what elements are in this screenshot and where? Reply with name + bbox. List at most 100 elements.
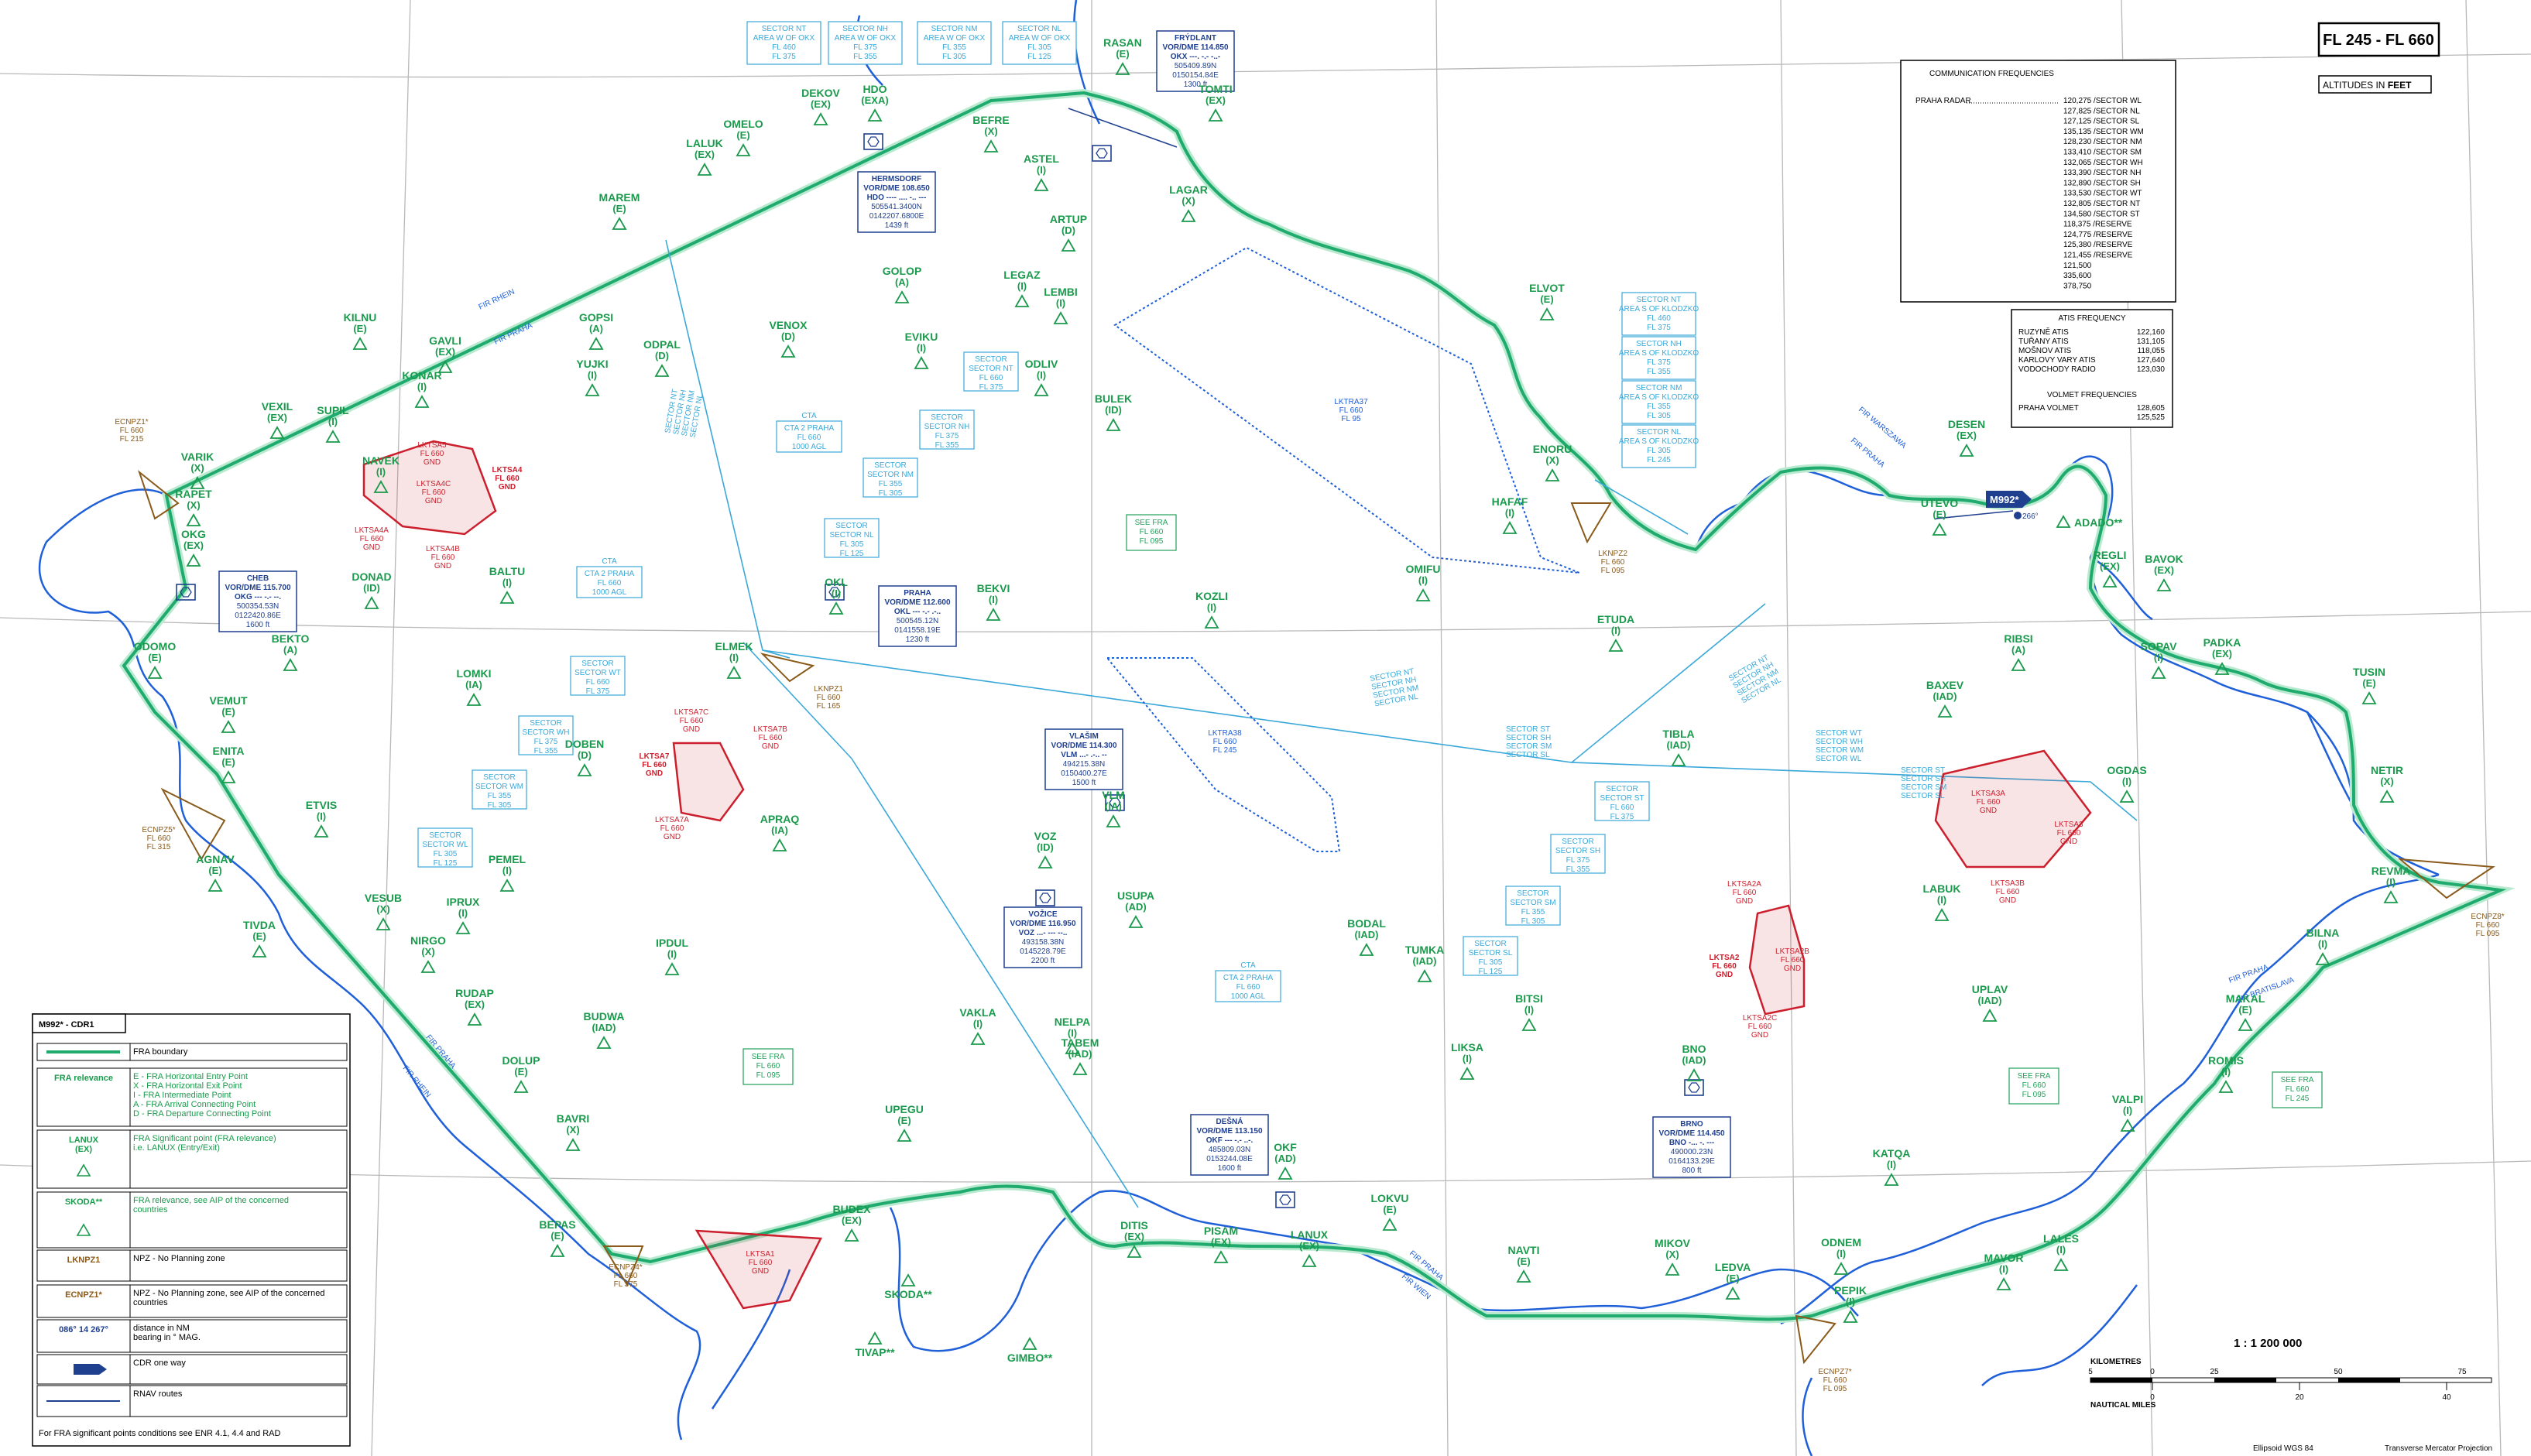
triangle-icon	[1725, 1286, 1740, 1300]
fir-label: FIR RHEIN	[478, 288, 516, 312]
triangle-icon	[867, 108, 883, 122]
sector-box-line: AREA W OF OKX	[1009, 34, 1071, 43]
legend-row: CDR one way	[36, 1354, 348, 1385]
point-relevance: (IAD)	[592, 1022, 616, 1033]
point-relevance: (E)	[1116, 48, 1129, 60]
triangle-icon	[252, 944, 267, 958]
point-relevance: (I)	[1037, 369, 1046, 381]
triangle-icon	[726, 666, 742, 679]
volmet-heading: VOLMET FREQUENCIES	[2047, 391, 2137, 399]
restricted-line: GND	[1736, 897, 1753, 906]
comm-frequencies-panel: COMMUNICATION FREQUENCIES PRAHA RADAR 12…	[1900, 60, 2176, 303]
fra-point: HAFAF(I)	[1492, 495, 1528, 534]
point-relevance: (E)	[148, 652, 161, 663]
fra-point: VLM(IA)	[1102, 789, 1125, 827]
sector-line-text: SECTOR SH	[1506, 734, 1551, 742]
navaid-line: OKL --- -.- .-..	[894, 608, 941, 616]
comm-row: 135,135 /SECTOR WM	[2063, 128, 2144, 136]
fra-point: DITIS(EX)	[1120, 1219, 1148, 1258]
point-name: OKL	[825, 576, 848, 588]
navaid-line: 800 ft	[1682, 1167, 1701, 1175]
comm-row: 121,500	[2063, 262, 2092, 270]
navaid-line: 0122420.86E	[235, 612, 281, 620]
navaid-name: HERMSDORF	[872, 175, 921, 183]
fra-point: GIMBO**	[1007, 1337, 1053, 1364]
fra-point: PADKA(EX)	[2203, 636, 2241, 675]
fra-point: TUMKA(IAD)	[1405, 944, 1444, 982]
restricted-line: LKTSA7C	[674, 708, 708, 717]
legend-title: M992* - CDR1	[39, 1020, 94, 1029]
point-name: KONAR	[402, 369, 441, 382]
restricted-line: FL 660	[495, 474, 520, 483]
comm-heading: COMMUNICATION FREQUENCIES	[1929, 70, 2054, 78]
triangle-icon	[986, 608, 1001, 621]
sector-box-line: SECTOR WT	[574, 669, 621, 677]
point-relevance: (D)	[1061, 224, 1075, 236]
npz-line: FL 215	[120, 435, 144, 444]
scale-nm-label: NAUTICAL MILES	[2090, 1401, 2156, 1410]
legend-key: SKODA**	[65, 1197, 103, 1207]
point-name: OKG	[181, 528, 206, 540]
sector-box-line: SECTOR NM	[1636, 384, 1682, 392]
navaid-line: 490000.23N	[1671, 1148, 1713, 1156]
tra-areas	[1105, 246, 1580, 852]
volmet-freq: 125,525	[2137, 413, 2166, 422]
sector-line-text: SECTOR ST	[1506, 725, 1550, 734]
point-name: PADKA	[2203, 636, 2241, 649]
sector-box-line: FL 375	[772, 53, 796, 61]
triangle-icon	[577, 763, 592, 776]
cdr-route-label: M992*	[1990, 494, 2020, 505]
sector-box-line: FL 375	[1610, 813, 1634, 821]
point-relevance: (X)	[376, 903, 389, 915]
sector-box-line: SECTOR ST	[1600, 794, 1644, 803]
sector-box-line: FL 305	[1027, 43, 1051, 52]
triangle-icon	[1932, 522, 1947, 536]
triangle-icon	[550, 1244, 565, 1257]
cta-box-line: FL 660	[1236, 983, 1260, 992]
triangle-icon	[1996, 1277, 2011, 1290]
sector-box-line: FL 245	[1647, 456, 1671, 464]
fra-point: SKODA**	[884, 1273, 932, 1300]
atis-station: VODOCHODY RADIO	[2018, 365, 2096, 374]
point-name: ASTEL	[1024, 152, 1059, 165]
point-relevance: (D)	[578, 749, 592, 761]
point-name: GOPSI	[579, 311, 613, 324]
triangle-icon	[376, 917, 391, 930]
point-name: SOPAV	[2141, 640, 2178, 653]
fra-point: ARTUP(D)	[1050, 213, 1087, 252]
restricted-line: FL 660	[422, 488, 446, 497]
fir-label: FIR RHEIN	[401, 1064, 433, 1099]
sector-box-line: SECTOR	[874, 461, 907, 470]
sector-box-line: SECTOR	[931, 413, 963, 422]
restricted-line: LKTSA2C	[1743, 1014, 1777, 1023]
comm-row: 132,065 /SECTOR WH	[2063, 159, 2143, 167]
restricted-line: LKTSA7B	[753, 725, 787, 734]
point-name: UPLAV	[1972, 983, 2008, 995]
triangle-icon	[867, 1331, 883, 1345]
point-name: LIKSA	[1451, 1041, 1483, 1053]
legend-row: FRA boundary	[36, 1043, 348, 1061]
point-name: BNO	[1682, 1043, 1706, 1055]
sector-box-line: FL 375	[979, 383, 1003, 392]
point-name: NIRGO	[410, 934, 446, 947]
fra-point: SUPIL(I)	[317, 404, 349, 443]
sector-box-line: SECTOR NM	[867, 471, 914, 479]
fra-point: BULEK(ID)	[1095, 392, 1132, 431]
point-name: NAVEK	[362, 454, 400, 467]
point-name: BITSI	[1515, 992, 1543, 1005]
point-relevance: (I)	[729, 652, 739, 663]
fra-point: VEMUT(E)	[210, 694, 248, 733]
point-name: NETIR	[2371, 764, 2403, 776]
sector-box-line: AREA W OF OKX	[753, 34, 815, 43]
point-relevance: (A)	[589, 323, 603, 334]
sector-box-line: FL 305	[840, 540, 864, 549]
fra-point: NIRGO(X)	[410, 934, 446, 973]
